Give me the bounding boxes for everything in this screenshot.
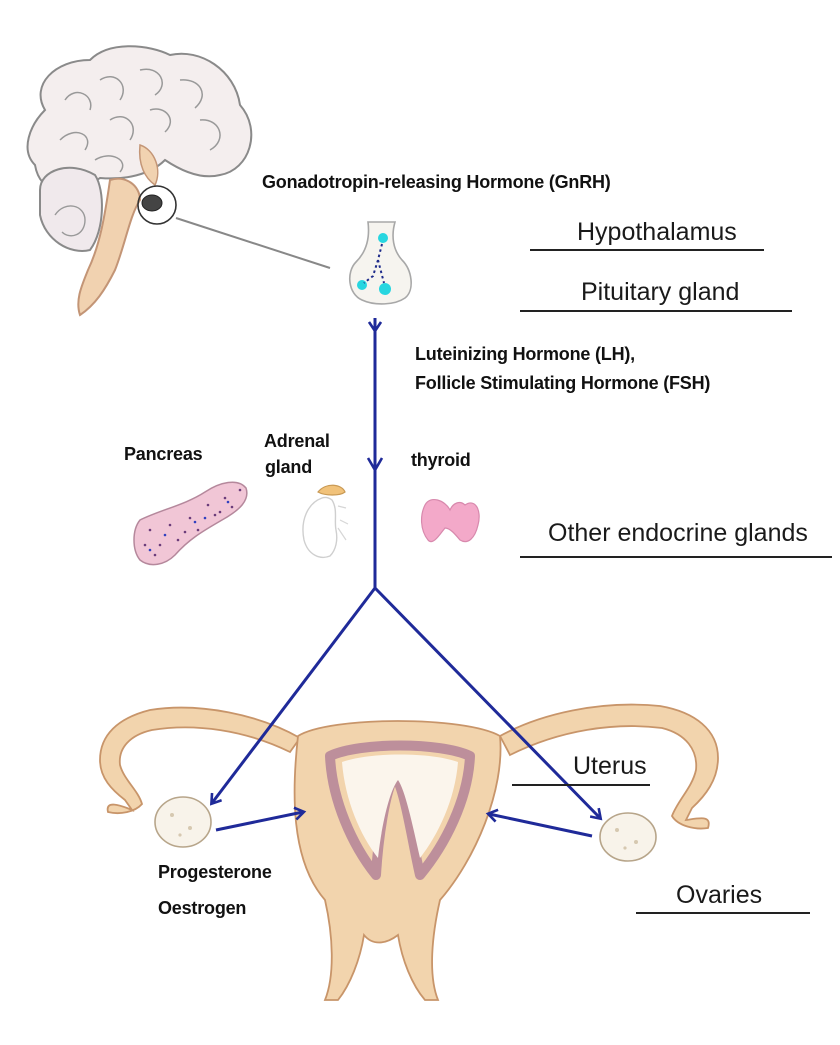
arrow-right-ovary-to-uterus	[489, 814, 593, 838]
arrow-to-right-ovary	[373, 586, 600, 818]
fsh-label: Follicle Stimulating Hormone (FSH)	[415, 373, 711, 393]
uterus-illustration	[99, 703, 719, 1001]
pituitary-underline	[520, 310, 792, 312]
adrenal-label-line1: Adrenal	[264, 431, 330, 451]
thyroid-illustration	[421, 498, 480, 543]
ovaries-underline	[636, 912, 810, 914]
arrow-to-left-ovary	[212, 587, 377, 803]
hypothalamus-label: Hypothalamus	[577, 218, 737, 246]
ovaries-label: Ovaries	[676, 881, 763, 909]
hypothalamus-underline	[530, 249, 764, 251]
pancreas-label: Pancreas	[124, 444, 203, 464]
uterus-label: Uterus	[573, 752, 647, 780]
right-ovary	[599, 812, 657, 862]
progesterone-label: Progesterone	[158, 862, 272, 882]
brain-illustration	[26, 45, 331, 317]
other-glands-label: Other endocrine glands	[548, 519, 808, 547]
thyroid-label: thyroid	[411, 450, 471, 470]
left-ovary	[154, 796, 212, 848]
lh-label: Luteinizing Hormone (LH),	[415, 344, 635, 364]
gnrh-label: Gonadotropin-releasing Hormone (GnRH)	[262, 172, 611, 192]
ovaries-illustration	[154, 796, 657, 862]
arrow-to-glands	[366, 457, 384, 473]
arrow-left-ovary-to-uterus	[215, 812, 303, 832]
pituitary-highlight-circle	[137, 185, 177, 225]
adrenal-illustration	[302, 484, 349, 558]
oestrogen-label: Oestrogen	[158, 898, 247, 918]
uterus-underline	[512, 784, 650, 786]
pituitary-illustration	[349, 221, 412, 305]
pointer-line	[175, 217, 331, 269]
hormone-pathway-arrows	[212, 318, 600, 838]
other-glands-underline	[520, 556, 832, 558]
adrenal-label-line2: gland	[265, 457, 312, 477]
pituitary-label: Pituitary gland	[581, 278, 740, 306]
pancreas-illustration	[133, 481, 248, 566]
